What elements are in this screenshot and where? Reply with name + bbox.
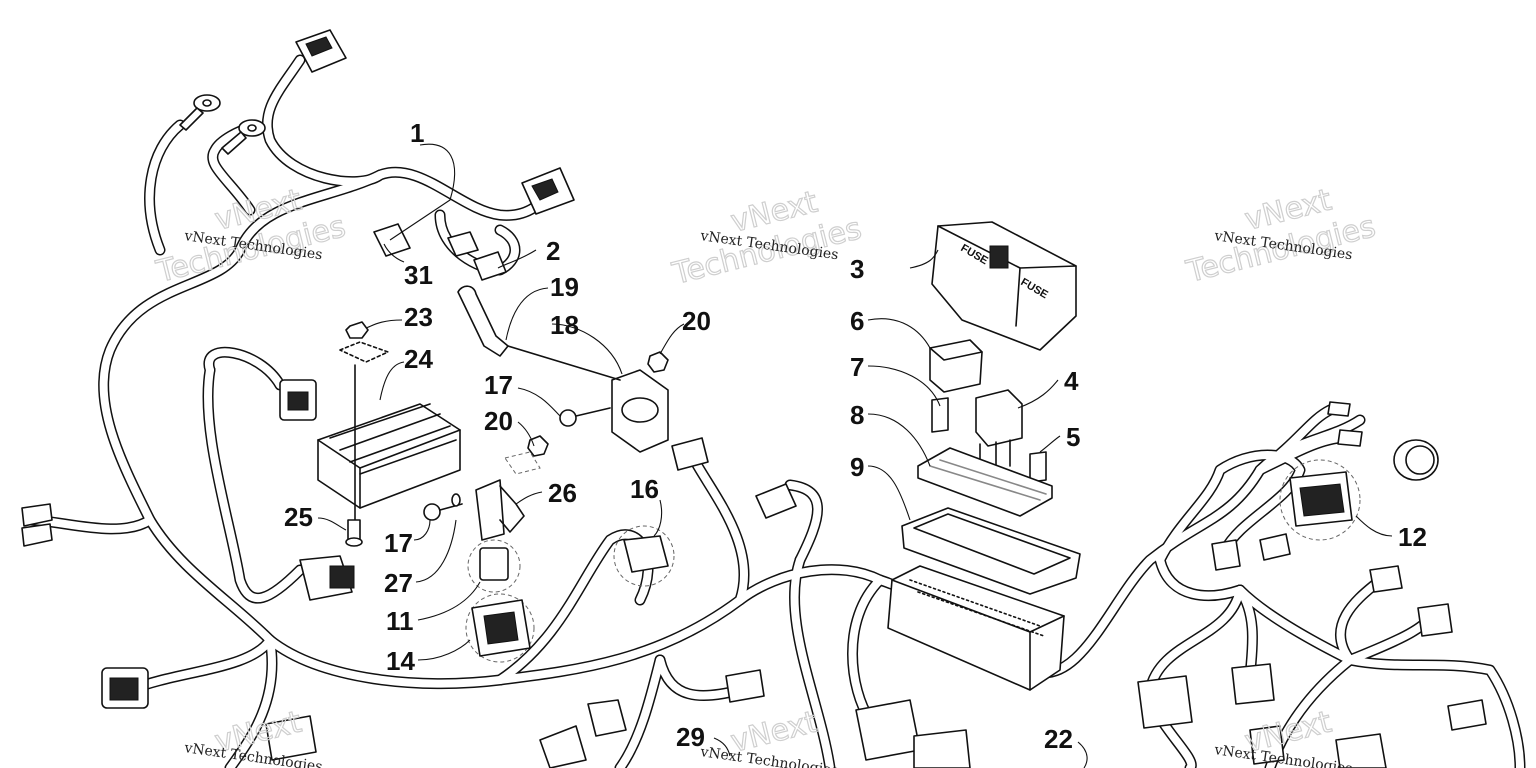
callout-19: 19 xyxy=(550,272,579,302)
connector-16-icon xyxy=(623,535,669,573)
micro-relay-icon xyxy=(975,389,1023,471)
screw-17-icon xyxy=(559,407,611,427)
callout-2: 2 xyxy=(546,236,560,266)
watermark-3: vNext Technologies vNext Technologies xyxy=(1182,182,1380,291)
connector-12-circle-icon xyxy=(1279,459,1361,541)
washer-20-icon xyxy=(527,435,549,457)
callout-3: 3 xyxy=(850,254,864,284)
callout-6: 6 xyxy=(850,306,864,336)
fuse-box-cover-icon: FUSE FUSE xyxy=(931,221,1077,351)
spark-plug-cap-icon xyxy=(457,285,621,381)
callout-12: 12 xyxy=(1398,522,1427,552)
callout-27: 27 xyxy=(384,568,413,598)
mounting-plate-icon xyxy=(339,341,389,521)
callout-26: 26 xyxy=(548,478,577,508)
callout-8: 8 xyxy=(850,400,864,430)
callout-5: 5 xyxy=(1066,422,1080,452)
relay-bracket-icon xyxy=(475,451,541,541)
main-harness xyxy=(24,54,1526,768)
connector-bottom-big-icon xyxy=(855,699,971,768)
leader-lines xyxy=(317,143,1393,768)
callout-20b: 20 xyxy=(484,406,513,436)
nut-20-icon xyxy=(647,351,669,373)
callout-numbers: 1 2 3 4 5 6 7 8 9 11 12 14 16 17 17 18 1… xyxy=(284,118,1427,754)
connector-2-icon xyxy=(447,231,507,281)
connector-bottom-mid-icon xyxy=(725,669,765,703)
watermark-2: vNext Technologies vNext Technologies xyxy=(668,184,866,293)
callout-11: 11 xyxy=(386,606,414,636)
regulator-rectifier-icon xyxy=(317,403,461,509)
callout-1: 1 xyxy=(410,118,424,148)
switch-knob-icon xyxy=(1393,439,1439,481)
watermark-6: vNext vNext Technologies xyxy=(1212,704,1353,768)
screw-17b-icon xyxy=(423,493,463,521)
connector-bottom-icon xyxy=(539,699,627,768)
connector-plug-icon xyxy=(755,483,797,519)
watermark-4: vNext vNext Technologies xyxy=(182,704,323,768)
callout-16: 16 xyxy=(630,474,659,504)
fuse-chart-icon xyxy=(917,447,1053,517)
connector-right-small-icon xyxy=(1211,533,1291,571)
callout-20a: 20 xyxy=(682,306,711,336)
connector-31-icon xyxy=(373,223,411,257)
ring-terminal-icon xyxy=(179,94,221,131)
callout-23: 23 xyxy=(404,302,433,332)
ignition-coil-icon xyxy=(611,369,669,453)
connector-mid-icon xyxy=(671,437,709,471)
callout-24: 24 xyxy=(404,344,433,374)
callout-31: 31 xyxy=(404,260,433,290)
fuse-box-base-icon xyxy=(887,565,1065,691)
connector-socket-icon xyxy=(299,555,355,601)
connector-right-mid-icon xyxy=(1369,565,1453,637)
callout-9: 9 xyxy=(850,452,864,482)
callout-25: 25 xyxy=(284,502,313,532)
connector-lower-left-icon xyxy=(101,667,149,709)
callout-14: 14 xyxy=(386,646,415,676)
connector-bottom-left-icon xyxy=(265,715,317,761)
bolt-25-icon xyxy=(345,519,363,547)
ring-terminal-icon xyxy=(221,119,266,155)
connector-bottom-right-icon xyxy=(1249,725,1387,768)
nut-icon xyxy=(345,321,369,339)
connector-left-mid-icon xyxy=(279,379,317,421)
callout-18: 18 xyxy=(550,310,579,340)
connector-14-icon xyxy=(465,593,535,663)
mini-relay-icon xyxy=(929,339,983,393)
callout-17a: 17 xyxy=(484,370,513,400)
callout-22: 22 xyxy=(1044,724,1073,754)
fuse-small-icon xyxy=(931,397,1047,483)
connector-upper-right-icon xyxy=(521,167,575,215)
connector-right-lower-icon xyxy=(1137,663,1487,731)
spade-terminals-icon xyxy=(21,503,53,547)
relay-11-icon xyxy=(467,539,521,593)
connector-top-icon xyxy=(295,29,347,73)
callout-17b: 17 xyxy=(384,528,413,558)
fuse-box-gasket-icon xyxy=(901,507,1081,595)
callout-29: 29 xyxy=(676,722,705,752)
callout-7: 7 xyxy=(850,352,864,382)
connector-right-group-icon xyxy=(1289,471,1353,527)
terminal-small-icon xyxy=(1327,401,1363,447)
connector-16-circle-icon xyxy=(613,525,675,587)
callout-4: 4 xyxy=(1064,366,1079,396)
